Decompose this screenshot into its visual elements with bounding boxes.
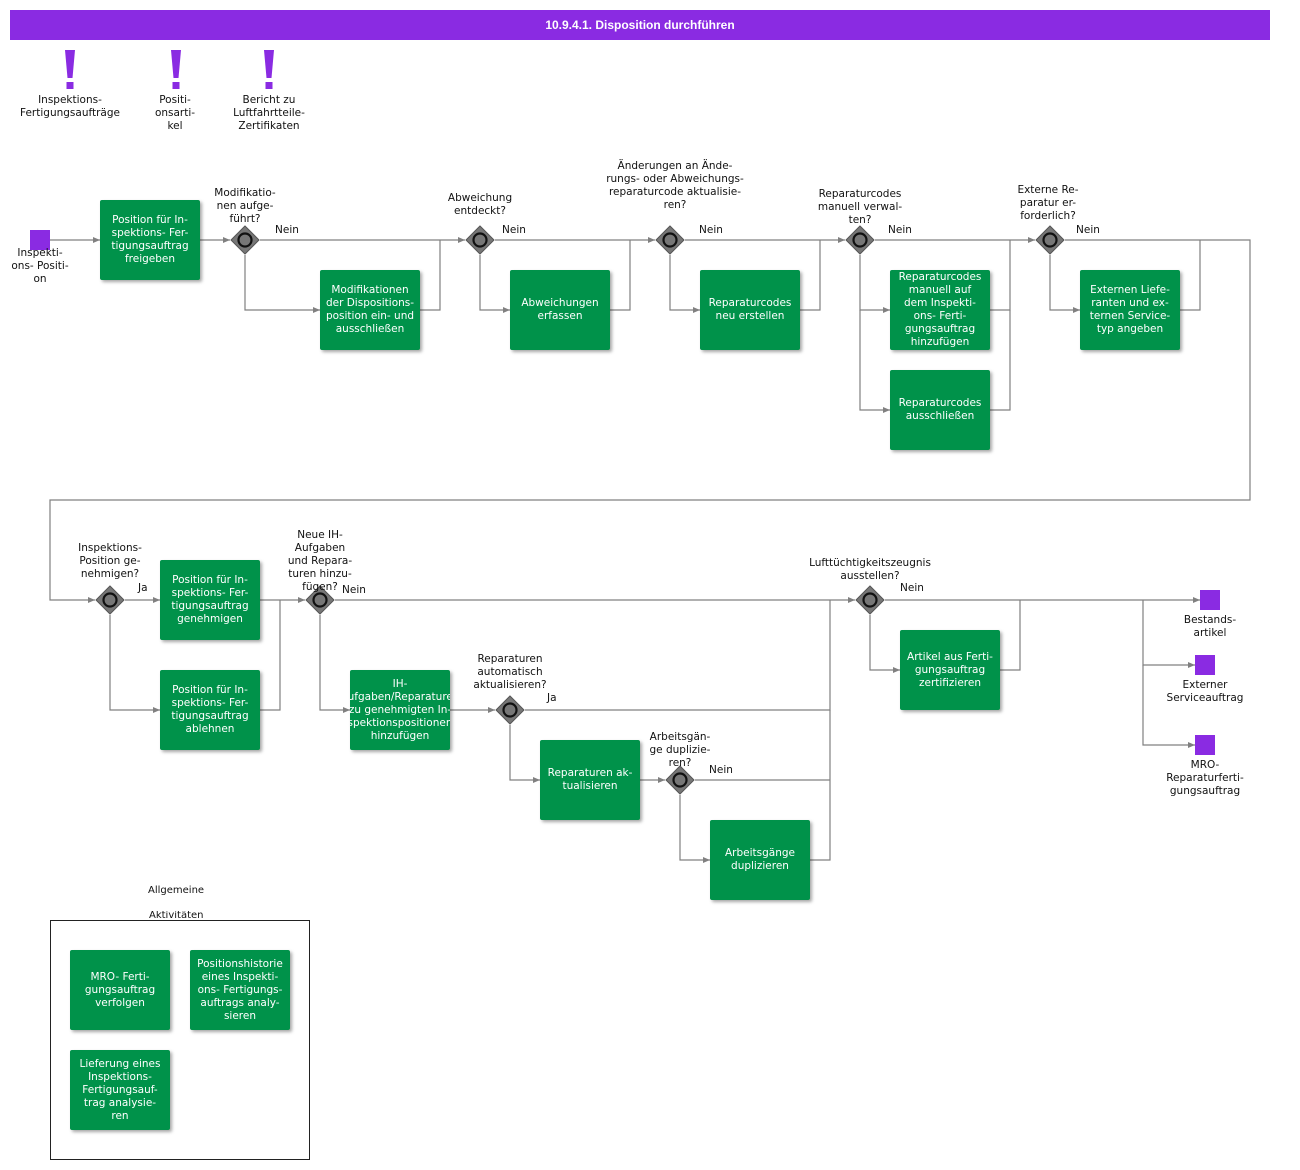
start-event-label: Inspekti- ons- Positi- on bbox=[11, 247, 69, 285]
gateway-label: Externe Re- paratur er- forderlich? bbox=[1017, 184, 1079, 222]
general-heading-1: Allgemeine bbox=[148, 885, 205, 896]
task-lieferung-analysieren[interactable]: Lieferung eines Inspektions- Fertigungsa… bbox=[70, 1050, 170, 1130]
flow-t2-merge bbox=[420, 240, 441, 311]
task-artikel-zertifizieren[interactable]: Artikel aus Ferti- gungsauftrag zertifiz… bbox=[900, 630, 1000, 710]
flow-g9-t12 bbox=[679, 795, 710, 863]
task-reparaturcodes-hinzufuegen[interactable]: Reparaturcodes manuell auf dem Inspekti-… bbox=[890, 270, 990, 350]
task-position-ablehnen[interactable]: Position für In- spektions- Fer- tigungs… bbox=[160, 670, 260, 750]
gateway-icon[interactable] bbox=[305, 585, 335, 615]
task-position-genehmigen[interactable]: Position für In- spektions- Fer- tigungs… bbox=[160, 560, 260, 640]
flow-t5-merge bbox=[990, 240, 1011, 311]
flow-label-no: Nein bbox=[502, 224, 526, 236]
end-event-mro-reparaturfertigungsauftrag[interactable] bbox=[1195, 735, 1215, 755]
input-label: Positi- onsarti- kel bbox=[154, 94, 196, 132]
data-input-icon bbox=[65, 50, 75, 89]
task-positionshistorie[interactable]: Positionshistorie eines Inspekti- ons- F… bbox=[190, 950, 290, 1030]
gateway-label: Modifikatio- nen aufge- führt? bbox=[214, 187, 276, 225]
gateway-label: Reparaturcodes manuell verwal- ten? bbox=[817, 188, 903, 226]
flow-end-3 bbox=[1142, 665, 1195, 748]
gateway-label: Neue IH- Aufgaben und Repara- turen hinz… bbox=[287, 529, 353, 593]
end-event-label: Bestands- artikel bbox=[1183, 614, 1237, 639]
flow-g10-t13 bbox=[869, 615, 900, 673]
flow-g8-merge bbox=[525, 600, 831, 711]
general-activities-box bbox=[50, 920, 310, 1160]
end-event-externer-serviceauftrag[interactable] bbox=[1195, 655, 1215, 675]
gateway-label: Abweichung entdeckt? bbox=[447, 192, 513, 217]
task-reparaturen-aktualisieren[interactable]: Reparaturen ak- tualisieren bbox=[540, 740, 640, 820]
flow-label-no: Nein bbox=[342, 584, 366, 596]
flow-label-no: Nein bbox=[900, 582, 924, 594]
flow-label-yes: Ja bbox=[547, 692, 557, 704]
flow-t4-merge bbox=[800, 240, 821, 311]
input-label: Inspektions- Fertigungsaufträge bbox=[20, 94, 120, 119]
flow-g5-t7 bbox=[1049, 255, 1080, 313]
gateway-icon[interactable] bbox=[845, 225, 875, 255]
gateway-icon[interactable] bbox=[465, 225, 495, 255]
flow-t3-merge bbox=[610, 240, 631, 311]
task-arbeitsgaenge-duplizieren[interactable]: Arbeitsgänge duplizieren bbox=[710, 820, 810, 900]
flow-g2-t3 bbox=[479, 255, 510, 313]
end-event-label: Externer Serviceauftrag bbox=[1166, 679, 1244, 704]
gateway-label: Reparaturen automatisch aktualisieren? bbox=[473, 653, 547, 691]
gateway-icon[interactable] bbox=[855, 585, 885, 615]
flow-t12-merge bbox=[810, 710, 831, 861]
diagram-title: 10.9.4.1. Disposition durchführen bbox=[10, 10, 1270, 40]
task-mro-verfolgen[interactable]: MRO- Ferti- gungsauftrag verfolgen bbox=[70, 950, 170, 1030]
end-event-label: MRO- Reparaturferti- gungsauftrag bbox=[1166, 759, 1244, 797]
gateway-icon[interactable] bbox=[95, 585, 125, 615]
task-modifikationen[interactable]: Modifikationen der Dispositions- positio… bbox=[320, 270, 420, 350]
flow-g3-t4 bbox=[669, 255, 700, 313]
flow-label-no: Nein bbox=[1076, 224, 1100, 236]
flow-label-no: Nein bbox=[275, 224, 299, 236]
general-heading-2: Aktivitäten bbox=[149, 911, 204, 919]
start-event[interactable] bbox=[30, 230, 50, 250]
task-abweichungen-erfassen[interactable]: Abweichungen erfassen bbox=[510, 270, 610, 350]
gateway-icon[interactable] bbox=[230, 225, 260, 255]
flow-label-no: Nein bbox=[709, 764, 733, 776]
task-reparaturcodes-neu[interactable]: Reparaturcodes neu erstellen bbox=[700, 270, 800, 350]
task-reparaturcodes-ausschliessen[interactable]: Reparaturcodes ausschließen bbox=[890, 370, 990, 450]
flow-g1-t2 bbox=[244, 255, 320, 313]
gateway-label: Änderungen an Ände- rungs- oder Abweichu… bbox=[606, 160, 744, 211]
gateway-label: Arbeitsgän- ge duplizie- ren? bbox=[649, 731, 711, 769]
flow-g8-t11 bbox=[509, 725, 540, 783]
input-label: Bericht zu Luftfahrtteile- Zertifikaten bbox=[233, 94, 305, 132]
flow-t6-merge bbox=[990, 310, 1011, 411]
flow-g4-t6 bbox=[859, 310, 890, 413]
flow-g4-t5 bbox=[859, 255, 890, 313]
flow-g7-t10 bbox=[319, 615, 350, 713]
gateway-label: Lufttüchtigkeitszeugnis ausstellen? bbox=[809, 557, 931, 582]
data-input-icon bbox=[264, 50, 274, 89]
flow-t13-merge bbox=[1000, 600, 1021, 671]
flow-g5-wrap bbox=[49, 239, 1251, 603]
gateway-icon[interactable] bbox=[655, 225, 685, 255]
gateway-icon[interactable] bbox=[495, 695, 525, 725]
task-externen-lieferanten[interactable]: Externen Liefe- ranten und ex- ternen Se… bbox=[1080, 270, 1180, 350]
data-input-icon bbox=[171, 50, 181, 89]
end-event-bestandsartikel[interactable] bbox=[1200, 590, 1220, 610]
flow-t9-merge bbox=[260, 600, 281, 711]
flow-g6-t9 bbox=[109, 615, 160, 713]
task-ih-aufgaben-hinzufuegen[interactable]: IH- Aufgaben/Reparaturen zu genehmigten … bbox=[350, 670, 450, 750]
gateway-icon[interactable] bbox=[665, 765, 695, 795]
task-position-freigeben[interactable]: Position für In- spektions- Fer- tigungs… bbox=[100, 200, 200, 280]
flow-label-yes: Ja bbox=[138, 582, 148, 594]
gateway-label: Inspektions- Position ge- nehmigen? bbox=[78, 542, 142, 580]
flow-t7-merge bbox=[1180, 240, 1201, 311]
flow-label-no: Nein bbox=[699, 224, 723, 236]
flow-label-no: Nein bbox=[888, 224, 912, 236]
gateway-icon[interactable] bbox=[1035, 225, 1065, 255]
